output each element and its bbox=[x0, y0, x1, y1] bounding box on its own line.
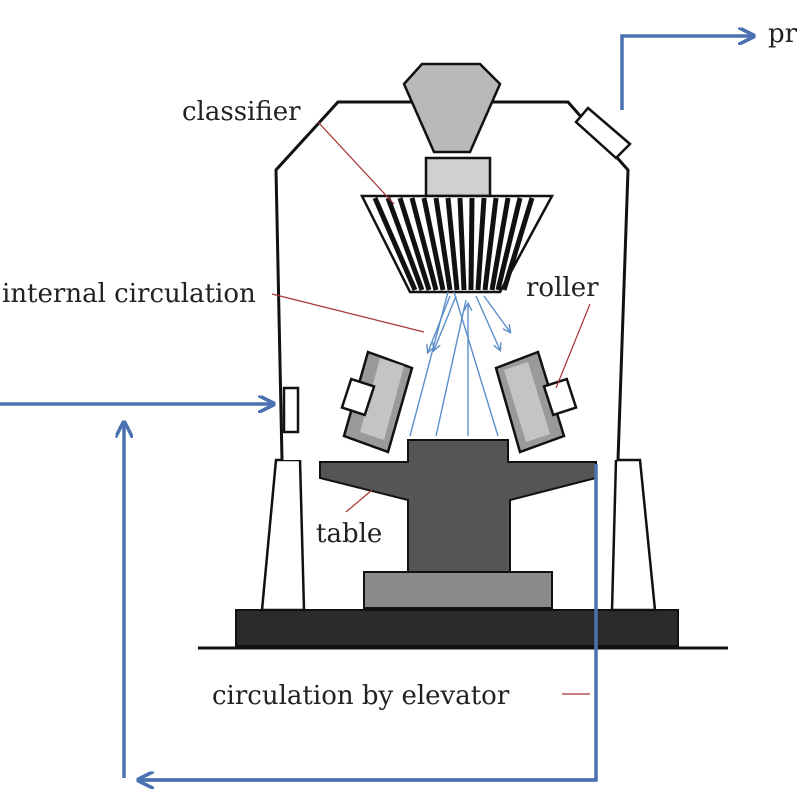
left-roller bbox=[340, 350, 414, 454]
mill-base bbox=[198, 609, 728, 650]
classifier-shaft bbox=[424, 156, 492, 198]
labels: classifier internal circulation roller t… bbox=[2, 19, 798, 711]
roller-leader bbox=[555, 303, 591, 389]
feed-inlet bbox=[282, 386, 300, 434]
label-roller: roller bbox=[526, 273, 599, 303]
table-leader bbox=[345, 489, 373, 513]
mill-legs bbox=[260, 458, 657, 612]
classifier-leader bbox=[317, 121, 395, 205]
leader-lines bbox=[271, 121, 591, 695]
product-outlet bbox=[574, 106, 632, 160]
left-roller-axle bbox=[340, 377, 376, 417]
label-classifier: classifier bbox=[182, 97, 301, 127]
base-plate bbox=[235, 609, 679, 647]
label-product: pr bbox=[768, 19, 798, 49]
product-arrow bbox=[620, 36, 752, 110]
classifier-hood bbox=[402, 62, 502, 154]
table-pedestal bbox=[363, 571, 553, 609]
right-roller-axle bbox=[542, 377, 578, 417]
right-roller bbox=[494, 350, 578, 454]
process-flow bbox=[0, 36, 752, 782]
internal-circulation-arrows bbox=[409, 291, 510, 437]
grinding-table bbox=[319, 439, 597, 609]
label-circulation-by-elevator: circulation by elevator bbox=[212, 681, 510, 711]
left-leg bbox=[260, 458, 306, 612]
classifier bbox=[359, 62, 555, 294]
label-table: table bbox=[316, 519, 382, 549]
classifier-blades bbox=[372, 197, 535, 291]
internal-circulation-leader bbox=[271, 293, 425, 333]
label-internal-circulation: internal circulation bbox=[2, 279, 256, 309]
right-leg bbox=[610, 458, 657, 612]
